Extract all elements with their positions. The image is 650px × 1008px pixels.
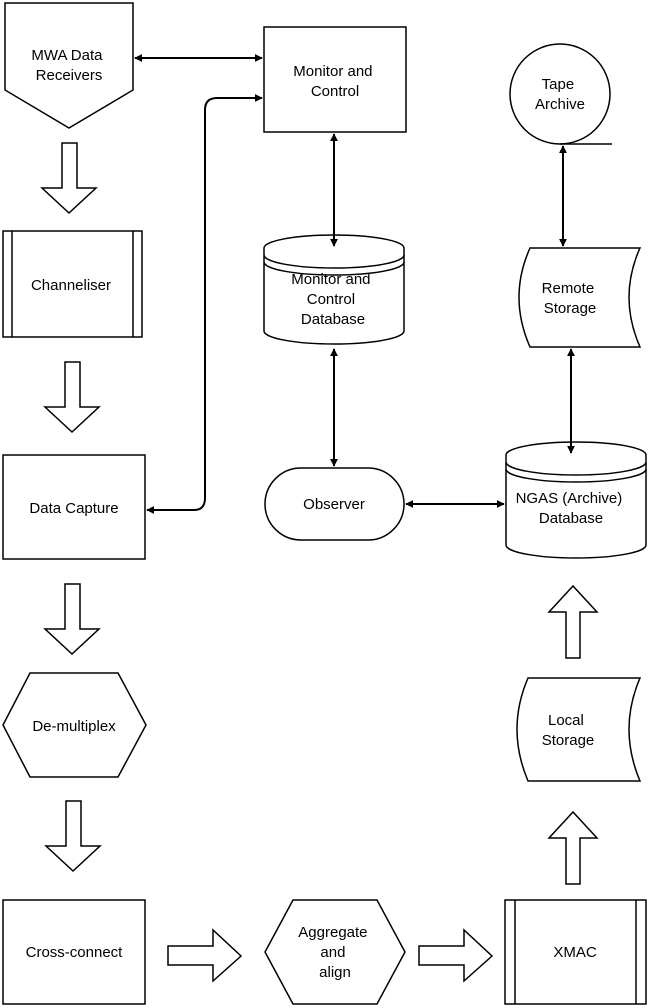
remote-storage-node: Remote Storage — [518, 247, 642, 348]
data-capture-label: Data Capture — [29, 500, 118, 517]
mwa-receivers-node: MWA Data Receivers — [4, 2, 134, 129]
tape-archive-node: Tape Archive — [509, 43, 612, 145]
observer-node: Observer — [264, 467, 405, 541]
mc-database-node: Monitor and Control Database — [263, 234, 405, 345]
remote-storage-label: Remote Storage — [542, 280, 599, 317]
channeliser-node: Channeliser — [2, 230, 143, 338]
xmac-label: XMAC — [553, 944, 597, 961]
receivers-to-channeliser-arrow — [40, 142, 98, 215]
local-storage-label: Local Storage — [542, 712, 595, 749]
aggregate-align-label: Aggregate and align — [298, 924, 371, 981]
tape-archive-label: Tape Archive — [535, 76, 585, 113]
monitor-control-label: Monitor and Control — [293, 63, 376, 100]
capture-to-demultiplex-arrow — [43, 583, 101, 656]
capture-control-connector — [146, 94, 263, 514]
observer-label: Observer — [303, 496, 365, 513]
xmac-to-local-storage-arrow — [547, 810, 599, 885]
data-capture-node: Data Capture — [2, 454, 146, 560]
crossconnect-to-aggregate-arrow — [167, 928, 243, 983]
aggregate-to-xmac-arrow — [418, 928, 494, 983]
channeliser-label: Channeliser — [31, 277, 111, 294]
mwa-receivers-label: MWA Data Receivers — [31, 47, 106, 84]
demultiplex-to-crossconnect-arrow — [44, 800, 102, 873]
xmac-node: XMAC — [504, 899, 647, 1005]
demultiplex-node: De-multiplex — [2, 672, 147, 778]
mc-database-label: Monitor and Control Database — [291, 271, 374, 328]
monitor-control-node: Monitor and Control — [263, 26, 407, 133]
cross-connect-node: Cross-connect — [2, 899, 146, 1005]
cross-connect-label: Cross-connect — [26, 944, 124, 961]
ngas-database-node: NGAS (Archive) Database — [505, 441, 647, 559]
local-storage-to-ngas-arrow — [547, 584, 599, 659]
channeliser-to-capture-arrow — [43, 361, 101, 434]
local-storage-node: Local Storage — [516, 677, 642, 782]
demultiplex-label: De-multiplex — [32, 718, 116, 735]
aggregate-align-node: Aggregate and align — [264, 899, 406, 1005]
ngas-database-label: NGAS (Archive) Database — [516, 490, 627, 527]
